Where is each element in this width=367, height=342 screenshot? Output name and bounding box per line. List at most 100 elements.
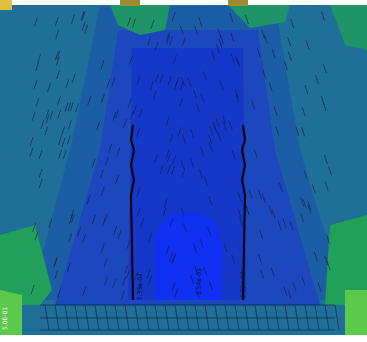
crack-tick bbox=[218, 132, 221, 141]
crack-tick bbox=[257, 48, 260, 57]
light-green-zone bbox=[345, 290, 367, 335]
crack-tick bbox=[305, 85, 308, 94]
reinforcement-grid bbox=[45, 305, 339, 330]
grid-line bbox=[295, 305, 299, 330]
crack-tick bbox=[85, 25, 88, 34]
crack-tick bbox=[167, 35, 170, 44]
crack-tick bbox=[188, 78, 191, 87]
crack-tick bbox=[160, 165, 163, 174]
grid-line bbox=[305, 305, 309, 330]
crack-tick bbox=[231, 54, 234, 63]
crack-tick bbox=[315, 75, 318, 84]
crack-tick bbox=[56, 30, 59, 39]
crack-tick bbox=[133, 105, 136, 114]
crack-tick bbox=[46, 110, 49, 119]
grid-line bbox=[85, 305, 89, 330]
crack-tick bbox=[105, 277, 108, 286]
grid-line bbox=[115, 305, 119, 330]
crack-tick bbox=[151, 20, 154, 29]
crack-tick bbox=[55, 17, 58, 26]
crack-tick bbox=[205, 176, 208, 185]
crack-tick bbox=[274, 107, 277, 116]
crack-tick bbox=[201, 94, 204, 103]
crack-tick bbox=[208, 227, 211, 236]
crack-tick bbox=[288, 52, 291, 61]
crack-tick bbox=[240, 217, 243, 226]
crack-tick bbox=[118, 230, 121, 239]
crack-tick bbox=[195, 26, 198, 35]
crack-tick bbox=[261, 270, 264, 279]
crack-tick bbox=[83, 234, 86, 243]
grid-line bbox=[75, 305, 79, 330]
crack-tick bbox=[272, 49, 275, 58]
crack-tick bbox=[249, 190, 252, 199]
outer-band bbox=[0, 5, 367, 335]
green-zone bbox=[330, 5, 367, 50]
crack-tick bbox=[180, 26, 183, 35]
crack-tick bbox=[57, 70, 60, 79]
crack-tick bbox=[137, 76, 140, 85]
crack-tick bbox=[63, 150, 66, 159]
value-label: 5.32e-02 bbox=[240, 271, 246, 298]
crack-tick bbox=[209, 196, 212, 205]
crack-tick bbox=[36, 62, 39, 71]
crack-tick bbox=[34, 80, 37, 89]
crack-tick bbox=[125, 265, 128, 274]
crack-tick bbox=[33, 223, 36, 232]
crack-tick bbox=[149, 232, 152, 241]
crack-tick bbox=[278, 221, 281, 230]
grid-line bbox=[205, 305, 209, 330]
crack-tick bbox=[116, 110, 119, 119]
crack-tick bbox=[54, 258, 57, 267]
grid-line bbox=[175, 305, 179, 330]
crack-tick bbox=[326, 235, 329, 244]
crack-tick bbox=[181, 208, 184, 217]
grid-line bbox=[235, 305, 239, 330]
crack-tick bbox=[264, 34, 267, 43]
crack-tick bbox=[180, 97, 183, 106]
crack-tick bbox=[31, 285, 34, 294]
crack-tick bbox=[62, 138, 65, 147]
crack-tick bbox=[180, 81, 183, 90]
crack-tick bbox=[263, 69, 266, 78]
crack-tick bbox=[48, 83, 51, 92]
crack-tick bbox=[127, 269, 130, 278]
crack-tick bbox=[220, 80, 223, 89]
grid-line bbox=[325, 305, 329, 330]
crack-tick bbox=[150, 81, 153, 90]
crack-tick bbox=[83, 287, 86, 296]
crack-tick bbox=[210, 126, 213, 135]
crack-tick bbox=[178, 127, 181, 136]
crack-tick bbox=[288, 290, 291, 299]
crack-tick bbox=[170, 218, 173, 227]
crack-tick bbox=[271, 267, 274, 276]
crack-tick bbox=[32, 112, 35, 121]
grid-line bbox=[145, 305, 149, 330]
crack-tick bbox=[38, 54, 41, 63]
crack-tick bbox=[302, 127, 305, 136]
crack-tick bbox=[269, 83, 272, 92]
crack-tick bbox=[41, 120, 44, 129]
crack-tick bbox=[105, 157, 108, 166]
crack-tick bbox=[296, 127, 299, 136]
crack-tick bbox=[209, 142, 212, 151]
crack-tick bbox=[101, 60, 104, 69]
crack-tick bbox=[245, 15, 248, 24]
crack-tick bbox=[104, 259, 107, 268]
crack-tick bbox=[92, 159, 95, 168]
crack-tick bbox=[123, 119, 126, 128]
crack-tick bbox=[55, 51, 58, 60]
crack-tick bbox=[260, 230, 263, 239]
crack-tick bbox=[230, 13, 233, 22]
crack-tick bbox=[323, 64, 326, 73]
crack-tick bbox=[163, 207, 166, 216]
crack-tick bbox=[235, 55, 238, 64]
crack-tick bbox=[218, 29, 221, 38]
grid-line bbox=[225, 305, 229, 330]
grid-line bbox=[215, 305, 219, 330]
crack-tick bbox=[153, 90, 156, 99]
crack-tick bbox=[276, 126, 279, 135]
crack-tick bbox=[302, 107, 305, 116]
